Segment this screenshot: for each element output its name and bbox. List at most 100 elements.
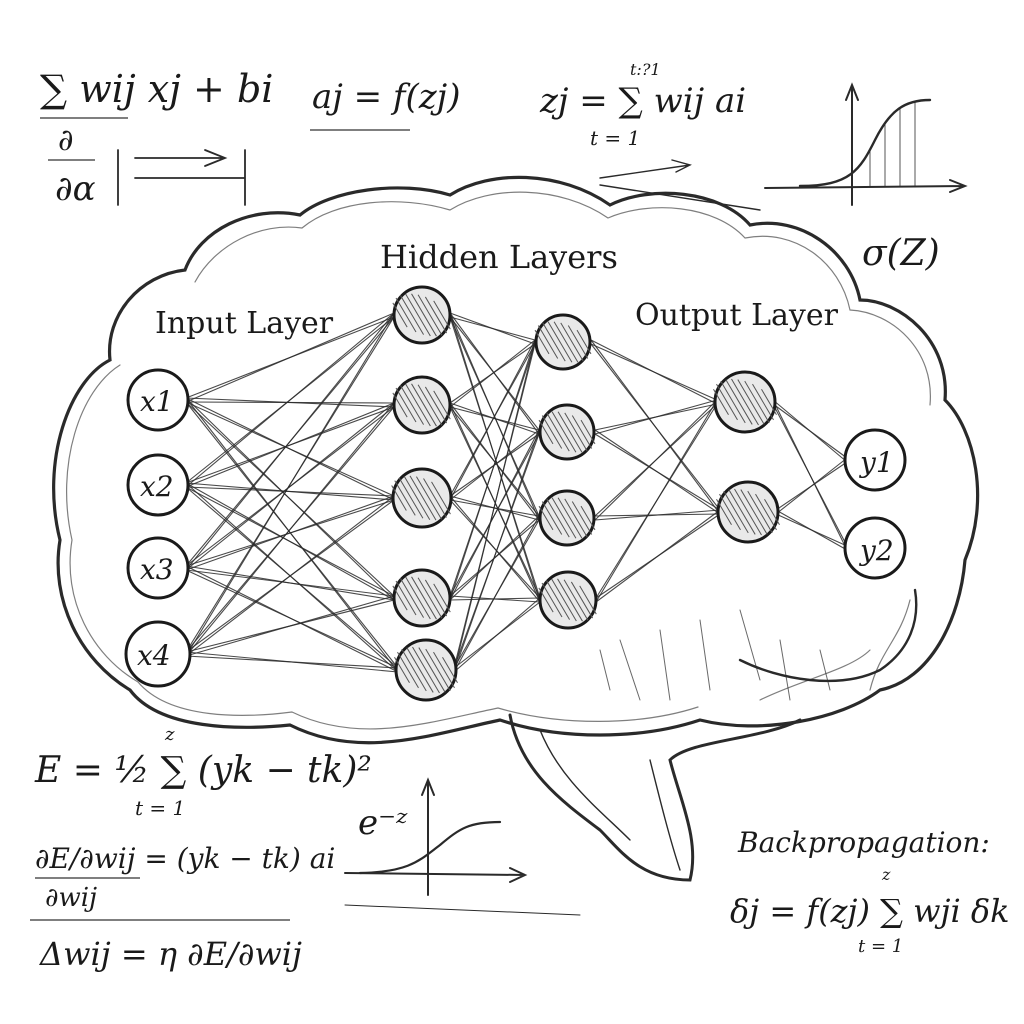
connection-line: [590, 343, 718, 401]
svg-text:y1: y1: [858, 446, 894, 479]
connection-line: [449, 339, 536, 601]
node-hatching: [392, 585, 408, 611]
node-hatching: [398, 477, 424, 519]
node-hatching: [716, 498, 732, 526]
node-hatching: [713, 388, 729, 416]
weighted-sum-text: ∑ wij xj + bi: [40, 67, 273, 111]
node-hatching: [405, 383, 431, 427]
node-hatching: [399, 295, 425, 335]
node-hatching: [433, 583, 451, 613]
connection-line: [595, 399, 718, 603]
connection-line: [185, 495, 395, 657]
node-hatching: [725, 379, 753, 425]
formula-partial: ∂ ∂α: [48, 123, 246, 209]
node-hatching: [579, 585, 597, 615]
connection-line: [185, 486, 399, 669]
connection-line: [185, 595, 395, 657]
connection-line: [185, 655, 399, 669]
connection-line: [775, 513, 848, 547]
node-hatching: [394, 480, 416, 516]
node-hatching: [564, 498, 588, 538]
node-hatching: [557, 578, 583, 622]
node-hatching: [580, 505, 596, 531]
node-hatching: [541, 501, 563, 535]
node-hatching: [417, 577, 443, 619]
activation-text: aj = f(zj): [312, 77, 460, 117]
node-hatching: [564, 412, 588, 452]
connection-line: [185, 312, 395, 571]
node-hatching: [425, 648, 451, 692]
connection-line: [449, 597, 541, 601]
hidden2-node-3: [538, 489, 596, 547]
node-hatching: [576, 329, 592, 355]
formula-weighted-sum: ∑ wij xj + bi: [40, 67, 273, 119]
node-hatching: [557, 497, 583, 539]
node-hatching: [545, 580, 571, 620]
connection-line: [449, 406, 540, 431]
node-hatching: [415, 476, 443, 520]
sigma-text: σ(Z): [862, 233, 940, 274]
node-hatching: [541, 415, 563, 449]
connection-line: [449, 429, 540, 601]
connection-line: [185, 401, 395, 404]
output-node-y2: y2: [843, 516, 907, 580]
node-hatching: [537, 325, 559, 359]
node-hatching: [401, 648, 427, 692]
node-hatching: [755, 493, 777, 531]
node-hatching: [551, 411, 577, 453]
node-hatching: [411, 383, 437, 427]
hidden1-node-2: [392, 375, 452, 435]
node-hatching: [433, 390, 451, 420]
node-hatching: [551, 497, 577, 539]
exp-text: e⁻ᶻ: [358, 803, 408, 843]
node-hatching: [424, 579, 448, 617]
exp-graph: e⁻ᶻ: [344, 777, 581, 916]
connection-line: [590, 343, 721, 511]
connection-line: [185, 486, 395, 497]
connection-line: [453, 515, 540, 673]
input-node-x4: x4: [124, 620, 192, 688]
node-hatching: [764, 498, 780, 526]
node-hatching: [405, 576, 431, 620]
backprop-formula: Backpropagation: δj = f(zj) ∑ wji δk z t…: [730, 826, 1010, 957]
node-hatching: [405, 293, 431, 337]
node-hatching: [542, 322, 566, 362]
node-hatching: [433, 300, 451, 330]
node-hatching: [538, 587, 554, 613]
connection-line: [594, 399, 718, 521]
node-hatching: [716, 383, 738, 421]
node-hatching: [424, 296, 448, 334]
connection-line: [185, 401, 395, 597]
node-hatching: [547, 321, 573, 363]
node-hatching: [431, 481, 451, 515]
connection-line: [185, 569, 395, 597]
node-hatching: [391, 485, 407, 511]
node-hatching: [433, 651, 455, 689]
node-hatching: [567, 325, 589, 359]
node-hatching: [551, 578, 577, 622]
node-hatching: [720, 380, 746, 424]
hidden1-node-5: [394, 638, 458, 702]
delta-upper: z: [881, 865, 891, 884]
node-hatching: [395, 580, 417, 616]
connection-line: [453, 429, 540, 673]
node-hatching: [418, 647, 446, 693]
svg-text:x4: x4: [137, 639, 171, 672]
hidden3-node-2: [716, 480, 780, 544]
node-hatching: [534, 329, 550, 355]
sigmoid-graph: σ(Z): [764, 82, 968, 274]
node-hatching: [397, 651, 419, 689]
connection-line: [449, 316, 541, 599]
network-edges: [185, 312, 848, 673]
connection-line: [449, 339, 536, 408]
connection-line: [594, 509, 721, 521]
input-layer-label: Input Layer: [155, 306, 334, 341]
node-hatching: [546, 498, 570, 538]
node-hatching: [406, 647, 434, 693]
connection-line: [185, 402, 395, 488]
node-hatching: [740, 489, 768, 535]
node-hatching: [403, 476, 431, 520]
connection-line: [185, 312, 395, 403]
svg-text:x1: x1: [140, 385, 174, 418]
